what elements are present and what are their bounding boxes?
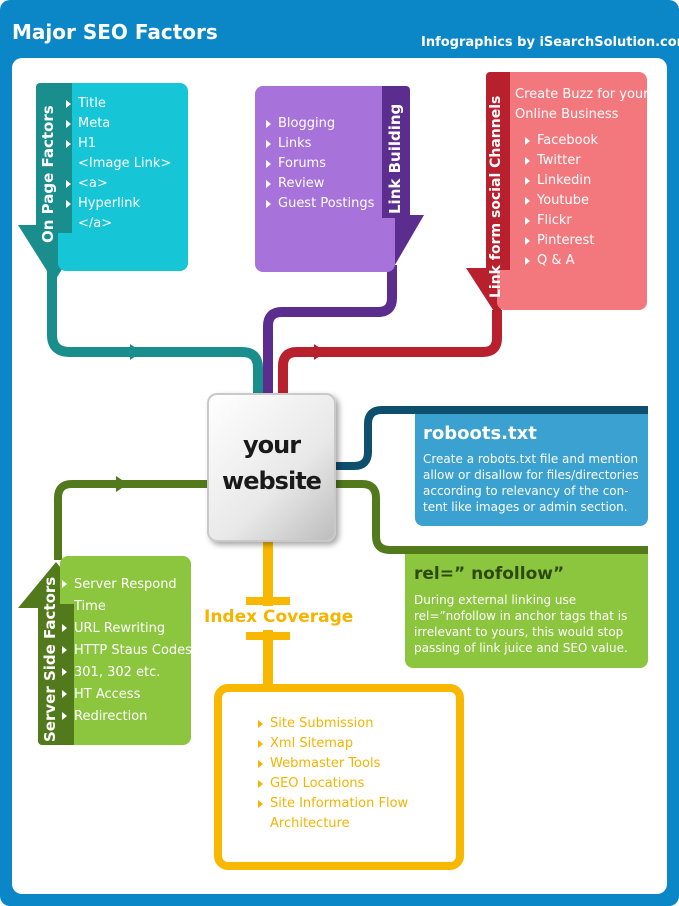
list-item: Hyperlink <box>64 194 171 214</box>
link-building-panel <box>255 86 395 272</box>
on-page-connector <box>47 270 263 398</box>
list-item: Server Respond <box>60 574 192 596</box>
social-label: Link form social Channels <box>488 95 504 298</box>
center-line-2: website <box>222 467 322 495</box>
list-item: Redirection <box>60 706 192 728</box>
index-connector-bar-top <box>246 597 290 605</box>
list-item: GEO Locations <box>256 774 408 794</box>
list-item: Time <box>74 599 106 614</box>
social-ribbon <box>486 72 510 270</box>
nofollow-connector <box>332 480 648 554</box>
link-building-list: Blogging Links Forums Review Guest Posti… <box>264 114 374 214</box>
list-item: Guest Postings <box>264 194 374 214</box>
link-building-connector <box>263 265 397 398</box>
social-intro: Create Buzz for your Online Business <box>515 85 649 125</box>
list-item: H1 <box>64 134 171 154</box>
server-side-panel <box>60 556 191 745</box>
social-intro-line: Create Buzz for your <box>515 87 649 102</box>
list-item: Architecture <box>270 816 350 831</box>
on-page-panel <box>58 83 188 271</box>
credit-line: Infographics by iSearchSolution.com <box>421 35 679 50</box>
on-page-list: Title Meta H1 <Image Link> <a> Hyperlink… <box>64 94 171 234</box>
nofollow-panel <box>405 554 648 668</box>
on-page-arrow-icon <box>130 344 142 360</box>
robots-connector <box>332 406 648 470</box>
list-item: <Image Link> <box>78 156 172 171</box>
nofollow-text: During external linking use rel=”nofollo… <box>414 593 628 655</box>
social-intro-line: Online Business <box>515 107 619 122</box>
list-item: <a> <box>64 174 171 194</box>
social-arrow-icon <box>314 344 326 360</box>
index-label-gap <box>200 606 360 630</box>
center-line-1: your <box>242 431 301 459</box>
robots-panel <box>415 414 648 526</box>
list-item: 301, 302 etc. <box>60 662 192 684</box>
list-item: Site Submission <box>256 714 408 734</box>
index-connector-bar-bottom <box>246 632 290 640</box>
link-building-ribbon <box>382 86 410 218</box>
robots-title: roboots.txt <box>423 423 537 444</box>
robots-text: Create a robots.txt file and mention all… <box>423 452 639 514</box>
list-item: Meta <box>64 114 171 134</box>
list-item: Forums <box>264 154 374 174</box>
list-item: Q & A <box>523 251 598 271</box>
list-item: Links <box>264 134 374 154</box>
index-panel <box>214 684 464 870</box>
list-item: HTTP Staus Codes <box>60 640 192 662</box>
list-item: Blogging <box>264 114 374 134</box>
nofollow-title: rel=” nofollow” <box>414 564 565 584</box>
server-side-label: Server Side Factors <box>41 576 59 742</box>
on-page-label: On Page Factors <box>39 105 57 243</box>
server-side-connector <box>54 480 208 560</box>
list-item: Review <box>264 174 374 194</box>
list-item: Twitter <box>523 151 598 171</box>
link-building-label: Link Building <box>386 103 404 214</box>
index-label: Index Coverage <box>204 607 354 627</box>
server-side-ribbon <box>38 604 74 745</box>
list-item: HT Access <box>60 684 192 706</box>
on-page-ribbon <box>36 83 72 233</box>
social-panel <box>497 72 647 310</box>
social-list: Facebook Twitter Linkedin Youtube Flickr… <box>523 131 598 271</box>
list-item: Xml Sitemap <box>256 734 408 754</box>
list-item: Youtube <box>523 191 598 211</box>
list-item: Site Information Flow <box>256 794 408 814</box>
index-list: Site Submission Xml Sitemap Webmaster To… <box>256 714 408 834</box>
list-item: Webmaster Tools <box>256 754 408 774</box>
list-item: Facebook <box>523 131 598 151</box>
infographic-title: Major SEO Factors <box>12 20 218 44</box>
list-item: Pinterest <box>523 231 598 251</box>
list-item: Linkedin <box>523 171 598 191</box>
list-item: URL Rewriting <box>60 618 192 640</box>
list-item: Title <box>64 94 171 114</box>
server-side-arrow-icon <box>116 476 128 492</box>
social-connector <box>278 310 502 398</box>
list-item: Flickr <box>523 211 598 231</box>
your-website-block: your website <box>207 393 336 542</box>
list-item: </a> <box>78 216 113 231</box>
server-side-list: Server Respond Time URL Rewriting HTTP S… <box>60 574 192 728</box>
